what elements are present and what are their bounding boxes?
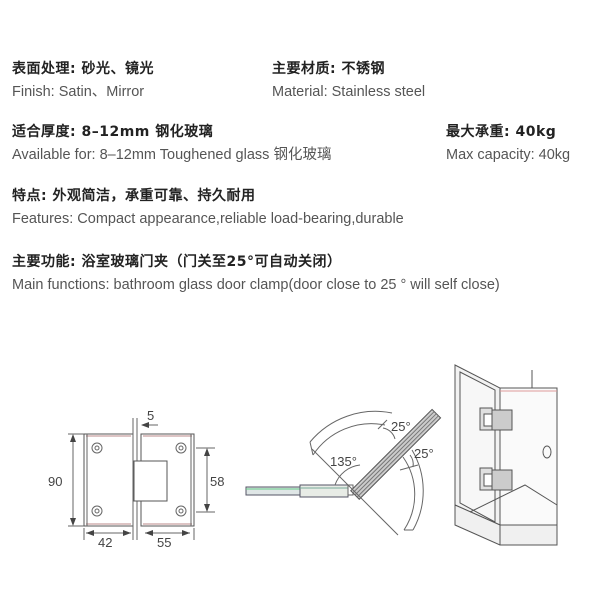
screw-icon [175,442,187,454]
finish-en: Finish: Satin、Mirror [12,84,145,100]
angle-self-close-right: 25° [414,446,434,461]
capacity-en: Max capacity: 40kg [446,147,571,163]
capacity-zh: 最大承重: 40kg [446,124,557,140]
door-handle-icon [542,445,552,459]
finish-zh: 表面处理: 砂光、镜光 [12,61,154,77]
capacity-spec: 最大承重: 40kg Max capacity: 40kg [446,123,570,164]
thickness-zh: 适合厚度: 8–12mm 钢化玻璃 [12,124,214,140]
finish-spec: 表面处理: 砂光、镜光 Finish: Satin、Mirror [12,60,154,101]
dim-gap: 5 [147,408,154,423]
screw-icon [91,505,103,517]
features-spec: 特点: 外观简洁，承重可靠、持久耐用 Features: Compact app… [12,187,404,228]
dim-inner-height: 58 [210,474,224,489]
material-spec: 主要材质: 不锈钢 Material: Stainless steel [272,60,425,101]
angle-open: 135° [330,454,357,469]
thickness-spec: 适合厚度: 8–12mm 钢化玻璃 Available for: 8–12mm … [12,123,331,164]
dim-height: 90 [48,474,62,489]
angle-self-close-top: 25° [391,419,411,434]
functions-zh: 主要功能: 浴室玻璃门夹（门关至25°可自动关闭） [12,254,342,270]
dim-left-width: 42 [98,535,112,550]
material-en: Material: Stainless steel [272,84,426,100]
thickness-en: Available for: 8–12mm Toughened glass 钢化… [12,147,332,163]
functions-en: Main functions: bathroom glass door clam… [12,277,500,293]
functions-spec: 主要功能: 浴室玻璃门夹（门关至25°可自动关闭） Main functions… [12,253,500,294]
material-zh: 主要材质: 不锈钢 [272,61,385,77]
hinge-icon [479,407,513,431]
features-zh: 特点: 外观简洁，承重可靠、持久耐用 [12,188,256,204]
dim-right-width: 55 [157,535,171,550]
features-en: Features: Compact appearance,reliable lo… [12,211,404,227]
screw-icon [175,505,187,517]
screw-icon [91,442,103,454]
hinge-icon [479,467,513,491]
